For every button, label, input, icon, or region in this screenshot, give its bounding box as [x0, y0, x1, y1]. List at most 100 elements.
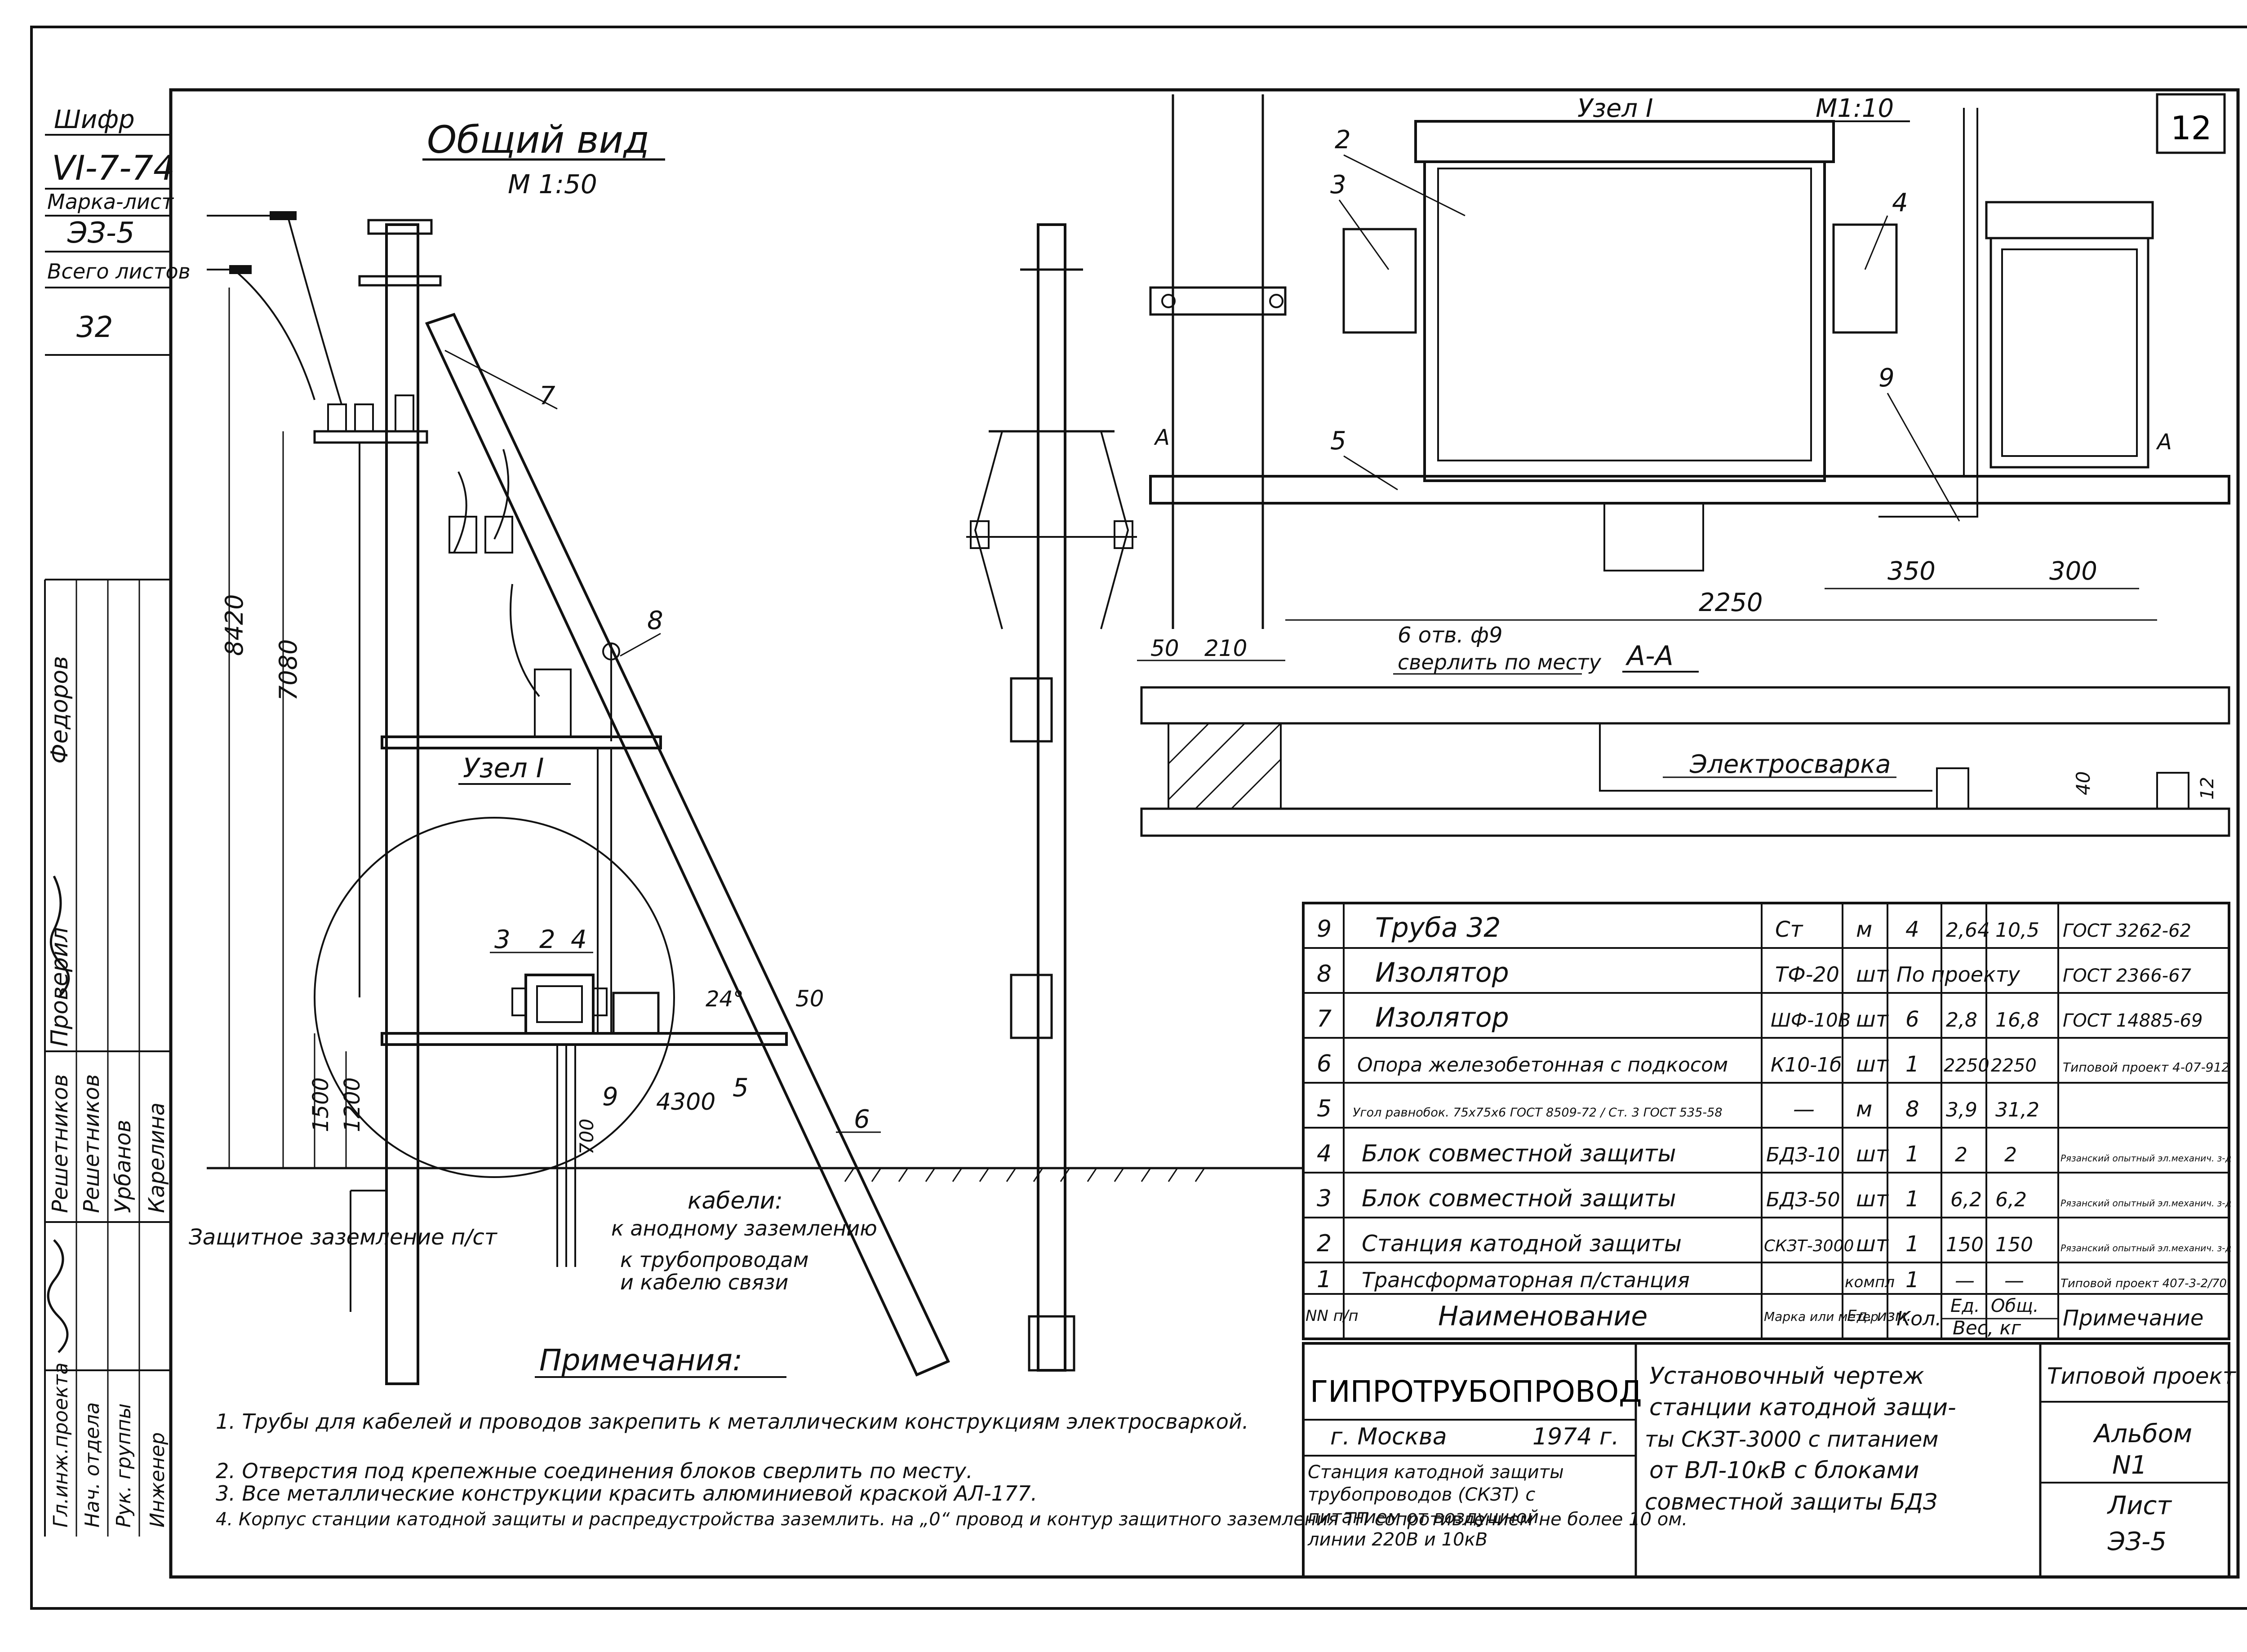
node-callout-5: 5 — [1330, 426, 1346, 456]
total-sheets-label: Всего листов — [47, 259, 191, 283]
row-w2: 31,2 — [1995, 1098, 2039, 1121]
lower-platform — [381, 1032, 788, 1046]
signature-2 — [47, 1239, 69, 1353]
general-view-title: Общий вид — [427, 118, 649, 162]
row-qty: 6 — [1905, 1007, 1919, 1032]
upper-platform — [381, 735, 662, 749]
total-sheets-value: 32 — [76, 311, 113, 344]
row-w1: — — [1955, 1269, 1975, 1292]
section-beam-top — [1140, 686, 2230, 725]
drawing-title-2: станции катодной защи- — [1649, 1394, 1956, 1421]
checked-name: Федоров — [46, 656, 73, 764]
title-block: ГИПРОТРУБОПРОВОД г. Москва 1974 г. Станц… — [1302, 1342, 2237, 1578]
node-label: Узел I — [463, 753, 544, 784]
row-name: Блок совместной защиты — [1362, 1140, 1676, 1167]
row-qty: 4 — [1905, 917, 1919, 942]
dim-50: 50 — [1150, 635, 1179, 661]
cable-pipeline-2: и кабелю связи — [620, 1270, 788, 1294]
callout-6: 6 — [854, 1105, 870, 1134]
node-callout-2: 2 — [1335, 125, 1351, 155]
row-unit: шт — [1856, 1231, 1889, 1257]
row-w2: 10,5 — [1995, 919, 2039, 942]
strut — [425, 313, 950, 1377]
side-pole — [1037, 223, 1066, 1372]
row-qty: 1 — [1905, 1142, 1919, 1167]
notes: Примечания: 1. Трубы для кабелей и прово… — [216, 1343, 1687, 1530]
section-label: А-А — [1625, 640, 1674, 672]
row-unit: м — [1856, 1097, 1872, 1122]
name-2: Решетников — [79, 1074, 104, 1213]
node-view: Узел I М1:10 350 300 2250 2 — [1137, 94, 2230, 837]
note-4: 4. Корпус станции катодной защиты и расп… — [216, 1509, 1687, 1530]
name-1: Решетников — [48, 1074, 73, 1213]
node-callout-3: 3 — [1330, 170, 1346, 199]
drawing-title-3: ты СКЗТ-3000 с питанием — [1645, 1427, 1938, 1452]
row-note: ГОСТ 14885-69 — [2063, 1010, 2203, 1031]
header-weight-unit: Ед. — [1950, 1296, 1980, 1316]
mark-sheet-label: Марка-лист — [47, 190, 174, 214]
signature-1 — [49, 875, 70, 998]
row-unit: шт — [1856, 1187, 1889, 1212]
row-qty: 1 — [1905, 1231, 1919, 1257]
outer-frame — [30, 26, 2247, 1610]
name-3: Урбанов — [111, 1120, 136, 1213]
drawing-title-5: совместной защиты БДЗ — [1645, 1489, 1937, 1515]
row-n: 2 — [1317, 1230, 1332, 1257]
note-1: 1. Трубы для кабелей и проводов закрепит… — [216, 1409, 1248, 1434]
callout-3: 3 — [494, 925, 511, 954]
sheet-label: Лист — [2107, 1491, 2172, 1520]
row-w2: 150 — [1995, 1233, 2033, 1256]
station-block-2 — [524, 974, 595, 1035]
subtitle-4: линии 220В и 10кВ — [1307, 1529, 1488, 1550]
node-callout-9: 9 — [1878, 363, 1895, 393]
row-name: Изолятор — [1375, 1002, 1509, 1033]
table-row: 5 Угол равнобок. 75х75х6 ГОСТ 8509-72 / … — [1317, 1095, 2039, 1122]
cipher-label: Шифр — [54, 105, 135, 134]
header-mark: Марка или метер — [1764, 1309, 1878, 1324]
table-row: 3 Блок совместной защиты БДЗ-50 шт 1 6,2… — [1317, 1185, 2231, 1212]
node-cabinet-2 — [1414, 120, 1835, 163]
note-3: 3. Все металлические конструкции красить… — [216, 1481, 1037, 1506]
notes-title: Примечания: — [539, 1343, 742, 1377]
row-mark: БДЗ-50 — [1766, 1188, 1840, 1211]
node-cabinet-4 — [1985, 201, 2154, 239]
general-view: Общий вид М 1:50 — [189, 118, 1303, 1385]
org-name: ГИПРОТРУБОПРОВОД — [1310, 1374, 1642, 1409]
sheet-number-box — [2156, 93, 2226, 154]
row-w2: 2 — [2004, 1143, 2017, 1166]
name-4: Карелина — [144, 1103, 169, 1213]
welding-label: Электросварка — [1689, 750, 1891, 779]
header-name: Наименование — [1438, 1301, 1648, 1332]
row-note: Типовой проект 407-3-2/70 — [2060, 1277, 2227, 1290]
mark-sheet-value: ЭЗ-5 — [67, 217, 135, 250]
row-n: 3 — [1317, 1185, 1332, 1212]
subtitle-1: Станция катодной защиты — [1308, 1462, 1564, 1483]
album-label: Альбом — [2093, 1419, 2192, 1448]
header-unit: Ед. изм. — [1847, 1307, 1911, 1325]
row-mark: БДЗ-10 — [1766, 1143, 1840, 1166]
section-beam-bottom — [1140, 807, 2230, 837]
row-n: 8 — [1317, 961, 1332, 988]
node-view-scale: М1:10 — [1816, 94, 1894, 123]
row-n: 9 — [1317, 916, 1332, 943]
left-stamp: Шифр VI-7-74 Марка-лист ЭЗ-5 Всего листо… — [44, 105, 191, 1537]
row-n: 6 — [1317, 1050, 1332, 1077]
main-pole — [385, 223, 419, 1385]
row-name: Угол равнобок. 75х75х6 ГОСТ 8509-72 / Ст… — [1353, 1106, 1723, 1120]
cable-pipeline-1: к трубопроводам — [620, 1248, 809, 1272]
row-note: Рязанский опытный эл.механич. з-д — [2060, 1198, 2231, 1209]
header-note: Примечание — [2063, 1306, 2203, 1331]
row-w1: 2250 — [1944, 1055, 1989, 1076]
callout-4: 4 — [571, 925, 587, 954]
row-note: ГОСТ 3262-62 — [2063, 921, 2191, 941]
callout-2: 2 — [539, 925, 555, 954]
row-w2: — — [2004, 1269, 2024, 1292]
dim-crossarm: 7080 — [274, 639, 302, 701]
table-row: 7 Изолятор ШФ-10В шт 6 2,8 16,8 ГОСТ 148… — [1317, 1002, 2203, 1033]
row-w2: 6,2 — [1995, 1188, 2027, 1211]
overhead-wire-2 — [207, 269, 315, 400]
cable-anode: к анодному заземлению — [611, 1216, 877, 1240]
project-type: Типовой проект — [2047, 1363, 2237, 1389]
inner-frame — [169, 88, 2240, 1579]
row-name: Изолятор — [1375, 957, 1509, 988]
